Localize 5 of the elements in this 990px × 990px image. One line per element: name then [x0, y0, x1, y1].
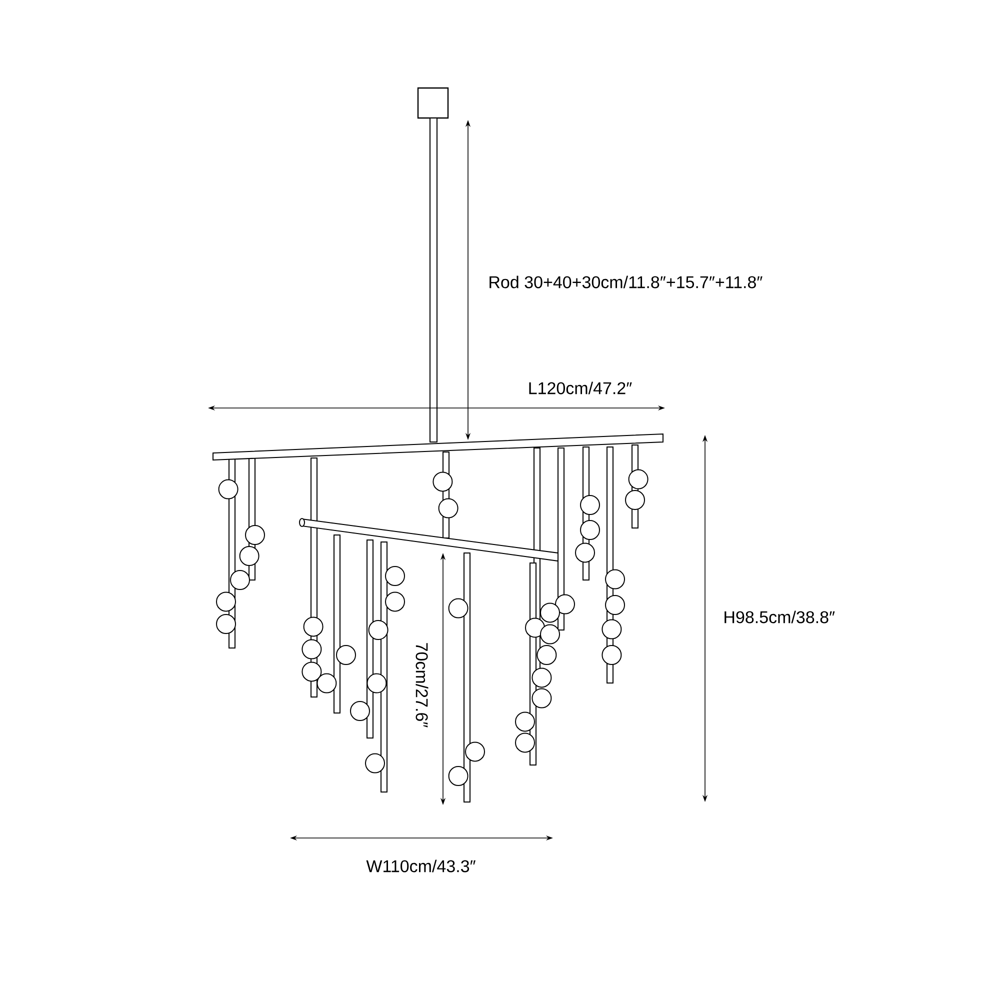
dimension-label: L120cm/47.2″	[529, 382, 632, 394]
dimension-label: Rod 30+40+30cm/11.8″+15.7″+11.8″	[490, 276, 762, 288]
dimension-label: H98.5cm/38.8″	[724, 610, 835, 624]
dimension-label: 70cm/27.6″	[416, 643, 428, 728]
dimension-label: W110cm/43.3″	[366, 860, 476, 872]
